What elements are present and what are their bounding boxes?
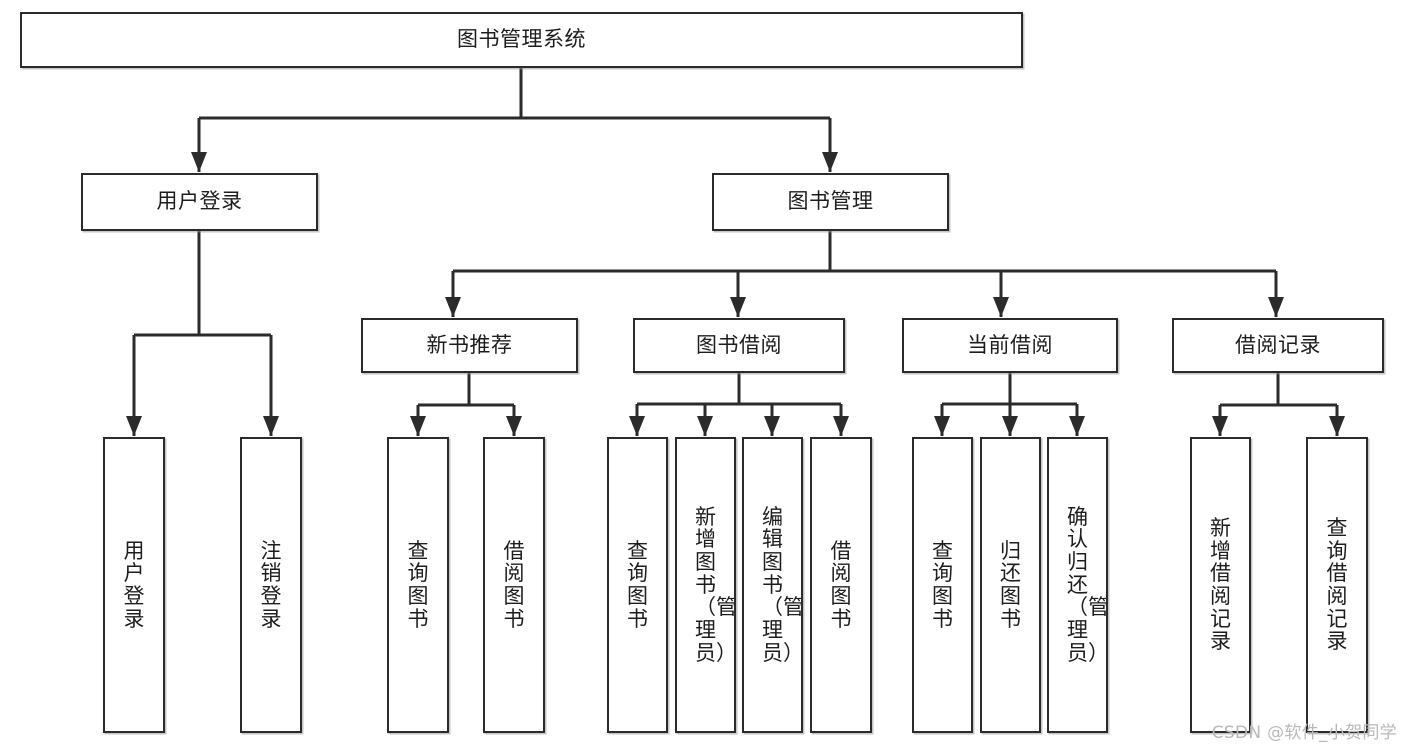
conn-current-borrow xyxy=(934,373,1085,436)
node-label-leaf-query-book-recommend: 查询图书 xyxy=(407,538,429,631)
node-leaf-confirm-return[interactable]: 确认归还（管理员） xyxy=(1047,437,1108,733)
node-label-current-borrow: 当前借阅 xyxy=(967,332,1053,357)
node-leaf-edit-book[interactable]: 编辑图书（管理员） xyxy=(742,437,803,733)
node-label-leaf-add-book: 新增图书（管理员） xyxy=(695,504,736,665)
node-label-leaf-user-login: 用户登录 xyxy=(123,538,145,631)
node-new-book-recommend[interactable]: 新书推荐 xyxy=(361,318,578,373)
conn-book-manage xyxy=(445,231,1284,317)
node-leaf-logout[interactable]: 注销登录 xyxy=(240,437,302,733)
node-label-leaf-edit-book: 编辑图书（管理员） xyxy=(762,504,803,665)
node-label-root: 图书管理系统 xyxy=(457,27,586,52)
conn-root xyxy=(191,68,838,172)
node-label-leaf-query-borrow-record: 查询借阅记录 xyxy=(1326,515,1348,654)
node-book-borrow[interactable]: 图书借阅 xyxy=(633,318,845,373)
node-root[interactable]: 图书管理系统 xyxy=(20,12,1023,68)
node-leaf-query-book-recommend[interactable]: 查询图书 xyxy=(387,437,449,733)
node-label-leaf-borrow-book: 借阅图书 xyxy=(830,538,852,631)
node-label-new-book-recommend: 新书推荐 xyxy=(426,332,513,357)
node-leaf-query-book-borrow[interactable]: 查询图书 xyxy=(607,437,668,733)
node-label-leaf-logout: 注销登录 xyxy=(260,538,282,631)
node-label-leaf-confirm-return: 确认归还（管理员） xyxy=(1067,504,1108,665)
node-leaf-add-book[interactable]: 新增图书（管理员） xyxy=(675,437,736,733)
conn-borrow-record xyxy=(1212,373,1345,436)
conn-user-login xyxy=(126,231,279,436)
node-leaf-borrow-book[interactable]: 借阅图书 xyxy=(810,437,872,733)
node-borrow-record[interactable]: 借阅记录 xyxy=(1172,318,1384,373)
node-label-user-login: 用户登录 xyxy=(156,189,243,214)
node-leaf-query-borrow-record[interactable]: 查询借阅记录 xyxy=(1306,437,1368,733)
node-leaf-user-login[interactable]: 用户登录 xyxy=(103,437,165,733)
node-label-book-borrow: 图书借阅 xyxy=(696,332,782,357)
node-current-borrow[interactable]: 当前借阅 xyxy=(902,318,1118,373)
node-leaf-add-borrow-record[interactable]: 新增借阅记录 xyxy=(1190,437,1251,733)
node-leaf-query-book-current[interactable]: 查询图书 xyxy=(912,437,973,733)
watermark-text: CSDN @软件_小贺同学 xyxy=(1211,723,1397,743)
node-label-leaf-query-book-borrow: 查询图书 xyxy=(627,538,648,631)
node-label-borrow-record: 借阅记录 xyxy=(1235,332,1321,357)
node-label-leaf-borrow-book-recommend: 借阅图书 xyxy=(503,538,525,631)
node-label-leaf-add-borrow-record: 新增借阅记录 xyxy=(1210,515,1231,654)
conn-book-borrow xyxy=(629,373,849,436)
node-leaf-borrow-book-recommend[interactable]: 借阅图书 xyxy=(483,437,545,733)
node-label-leaf-return-book: 归还图书 xyxy=(1000,538,1021,631)
node-leaf-return-book[interactable]: 归还图书 xyxy=(980,437,1041,733)
node-book-manage[interactable]: 图书管理 xyxy=(712,173,949,231)
node-user-login[interactable]: 用户登录 xyxy=(81,173,318,231)
node-label-book-manage: 图书管理 xyxy=(787,189,874,214)
conn-new-book-recommend xyxy=(410,373,522,436)
node-label-leaf-query-book-current: 查询图书 xyxy=(932,538,953,631)
